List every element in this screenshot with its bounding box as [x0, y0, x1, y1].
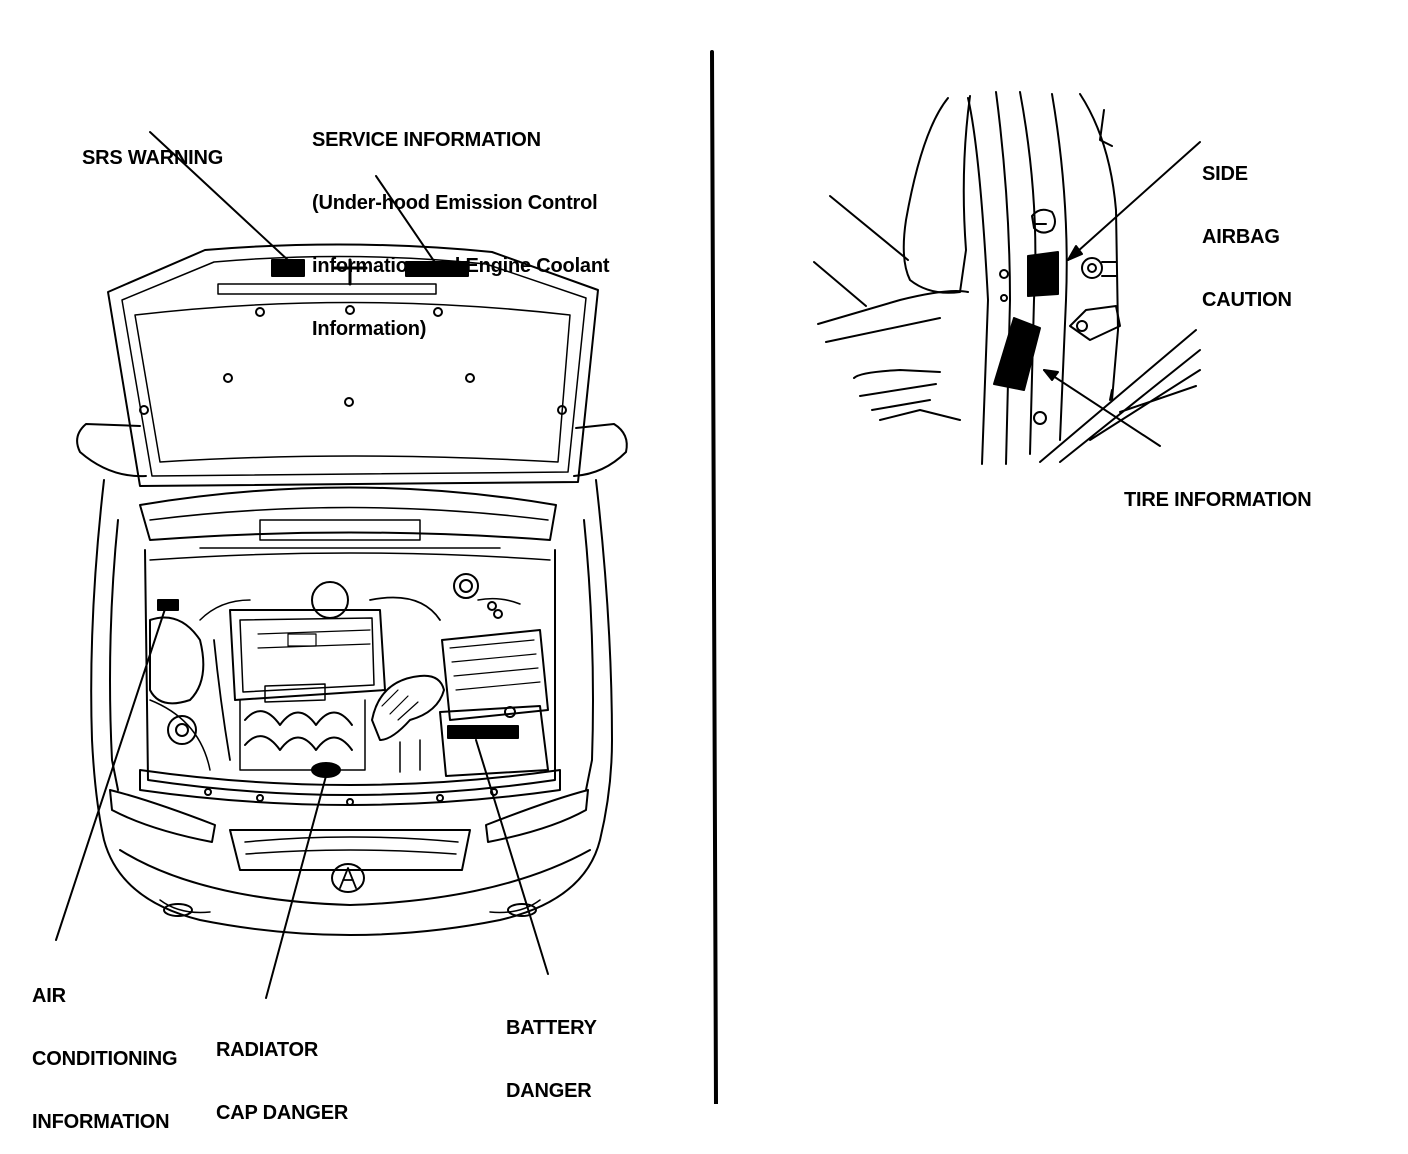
air-conditioning-label: AIR CONDITIONING INFORMATION: [32, 985, 178, 1133]
battery-danger-label: BATTERY DANGER: [506, 1017, 597, 1102]
srs-warning-label: SRS WARNING: [82, 147, 224, 169]
car-illustration: [76, 243, 628, 936]
service-information-label: SERVICE INFORMATION (Under-hood Emission…: [312, 129, 610, 340]
diagram-artwork: [55, 50, 1201, 1104]
leader-lines-right: [1043, 141, 1201, 447]
label-location-diagram: SRS WARNING SERVICE INFORMATION (Under-h…: [32, 50, 1312, 1133]
radiator-cap-label: RADIATOR CAP DANGER: [216, 1039, 349, 1124]
page-divider: [710, 50, 718, 1104]
door-jamb-illustration: [813, 91, 1201, 465]
leader-lines-left: [55, 131, 549, 999]
side-airbag-label: SIDE AIRBAG CAUTION: [1202, 163, 1292, 311]
tire-information-label: TIRE INFORMATION: [1124, 489, 1312, 511]
